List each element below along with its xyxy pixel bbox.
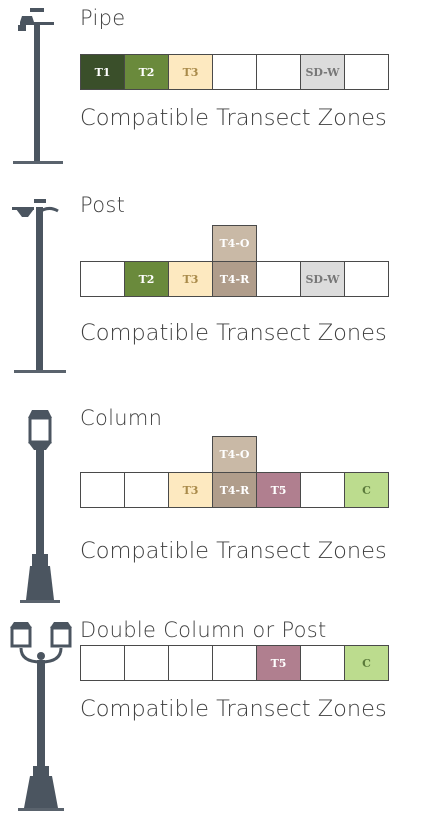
zone-cell-t1: T1 bbox=[80, 54, 125, 90]
zone-cell-t4-o: T4-O bbox=[212, 225, 257, 261]
post-lamp-icon bbox=[12, 199, 66, 373]
zone-cell-empty bbox=[212, 645, 257, 681]
transect-grid: T5 C bbox=[80, 645, 396, 681]
section-double-column: Double Column or Post T5 C Compatible Tra… bbox=[0, 612, 446, 812]
zone-cell-empty bbox=[300, 645, 345, 681]
zone-cell-empty bbox=[80, 472, 125, 508]
zone-cell-t5: T5 bbox=[256, 645, 301, 681]
zone-cell-empty bbox=[80, 645, 125, 681]
zone-cell-empty bbox=[300, 472, 345, 508]
zone-cell-empty bbox=[344, 261, 389, 297]
zone-cell-t3: T3 bbox=[168, 261, 213, 297]
zone-cell-t5: T5 bbox=[256, 472, 301, 508]
zone-cell-empty bbox=[124, 645, 169, 681]
zone-cell-t3: T3 bbox=[168, 54, 213, 90]
zone-cell-t4-o: T4-O bbox=[212, 436, 257, 472]
zone-cell-t2: T2 bbox=[124, 261, 169, 297]
zone-cell-sd-w: SD-W bbox=[300, 54, 345, 90]
zone-cell-empty bbox=[256, 261, 301, 297]
pipe-lamp-icon bbox=[13, 8, 63, 164]
column-lamp-icon bbox=[20, 410, 60, 603]
compatible-zones-caption: Compatible Transect Zones bbox=[80, 105, 387, 131]
zone-cell-empty bbox=[256, 54, 301, 90]
zone-cell-t3: T3 bbox=[168, 472, 213, 508]
zone-cell-sd-w: SD-W bbox=[300, 261, 345, 297]
lamp-title: Pipe bbox=[80, 6, 126, 30]
compatible-zones-caption: Compatible Transect Zones bbox=[80, 538, 387, 564]
lamp-title: Column bbox=[80, 406, 163, 430]
lamp-title: Double Column or Post bbox=[80, 618, 327, 642]
compatible-zones-caption: Compatible Transect Zones bbox=[80, 696, 387, 722]
lamp-title: Post bbox=[80, 193, 126, 217]
compatible-zones-caption: Compatible Transect Zones bbox=[80, 320, 387, 346]
zone-cell-empty bbox=[344, 54, 389, 90]
zone-cell-c: C bbox=[344, 645, 389, 681]
zone-cell-t4-r: T4-R bbox=[212, 472, 257, 508]
zone-cell-t2: T2 bbox=[124, 54, 169, 90]
zone-cell-empty bbox=[124, 472, 169, 508]
zone-cell-empty bbox=[212, 54, 257, 90]
zone-cell-empty bbox=[80, 261, 125, 297]
double-column-lamp-icon bbox=[10, 622, 72, 811]
zone-cell-empty bbox=[168, 645, 213, 681]
zone-cell-t4-r: T4-R bbox=[212, 261, 257, 297]
zone-cell-c: C bbox=[344, 472, 389, 508]
